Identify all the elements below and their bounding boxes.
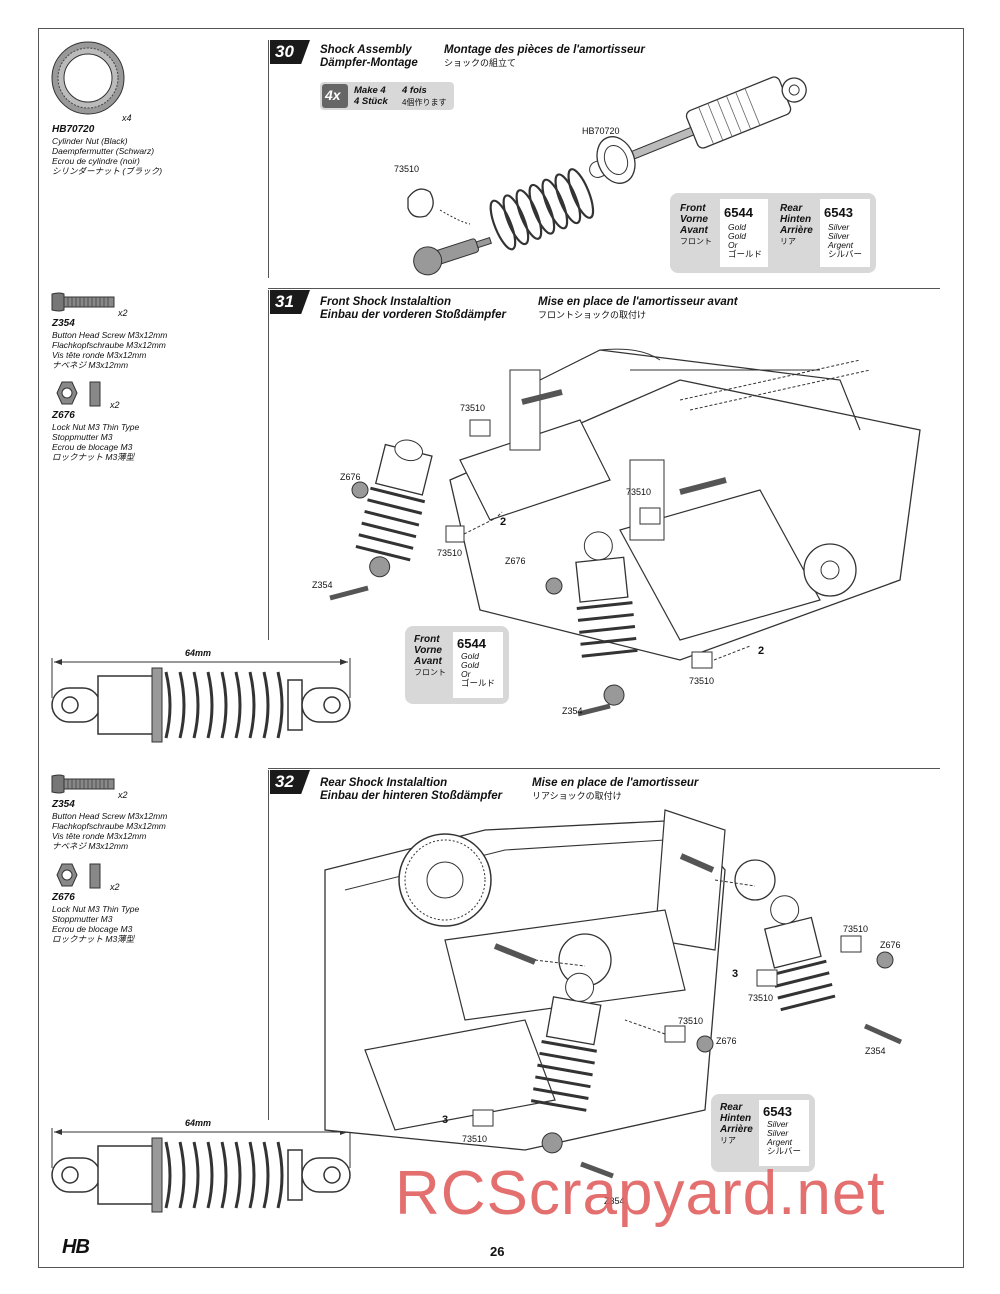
make-4-en: Make 4: [354, 85, 386, 96]
z676-a-code: Z676: [52, 410, 75, 421]
watermark: RCScrapyard.net: [395, 1159, 886, 1228]
step-31-title-jp: フロントショックの取付け: [538, 310, 647, 320]
button-head-screw-icon: [51, 292, 115, 312]
step-31-qty-2-a: 2: [500, 516, 507, 528]
step-32-label-z676-a: Z676: [880, 940, 901, 950]
z354-b-code: Z354: [52, 799, 75, 810]
step-32-label-z676-b: Z676: [716, 1036, 737, 1046]
cylinder-nut-icon: [51, 41, 125, 115]
lock-nut-icon: [56, 381, 101, 407]
page-frame: [38, 28, 964, 1268]
step-31-label-73510-b: 73510: [626, 487, 652, 497]
step-32-label-73510-c: 73510: [678, 1016, 704, 1026]
step-32-label-73510-d: 73510: [462, 1134, 488, 1144]
lock-nut-icon: [56, 863, 101, 889]
rear-shock-length: 64mm: [185, 1118, 212, 1128]
step-31-label-73510-d: 73510: [689, 676, 715, 686]
step-31-title-de: Einbau der vorderen Stoßdämpfer: [320, 309, 506, 321]
hb-logo: HB: [62, 1236, 90, 1258]
page-number: 26: [490, 1244, 505, 1259]
divider-horizontal-32: [268, 768, 940, 769]
step-32-label-73510-a: 73510: [843, 924, 869, 934]
step-32-label-73510-b: 73510: [748, 993, 774, 1003]
callout-rear-number: 6543: [763, 1104, 792, 1119]
rear-shock-side-view: [51, 1128, 351, 1213]
button-head-screw-icon: [51, 774, 115, 794]
z676-a-qty: x2: [110, 400, 120, 410]
divider-vertical-3: [268, 770, 269, 1120]
front-chassis-diagram: [329, 348, 921, 717]
step-31-label-z354-a: Z354: [312, 580, 333, 590]
step-30-title-en: Shock Assembly: [320, 44, 412, 56]
make-4-jp: 4個作ります: [402, 98, 447, 107]
step-30-title-de: Dämpfer-Montage: [320, 57, 418, 69]
make-4-badge: 4x Make 4 4 fois 4 Stück 4個作ります: [320, 82, 454, 110]
step-31-label-z354-b: Z354: [562, 706, 583, 716]
hb70720-code: HB70720: [52, 124, 95, 135]
z354-a-qty: x2: [118, 308, 128, 318]
step-31-qty-2-b: 2: [758, 645, 765, 657]
z676-b-qty: x2: [110, 882, 120, 892]
step-30-label-73510: 73510: [394, 164, 420, 174]
callout-front-number: 6544: [457, 636, 486, 651]
callout-front-number: 6544: [724, 205, 753, 220]
step-32-qty-3-a: 3: [732, 968, 739, 980]
step-32-title-jp: リアショックの取付け: [532, 791, 622, 801]
step-32-title-de: Einbau der hinteren Stoßdämpfer: [320, 790, 503, 802]
step-32-label-z354-a: Z354: [865, 1046, 886, 1056]
step-32-qty-3-b: 3: [442, 1114, 449, 1126]
step-30-label-hb70720: HB70720: [582, 126, 620, 136]
z676-b-code: Z676: [52, 892, 75, 903]
z354-b-qty: x2: [118, 790, 128, 800]
divider-horizontal-31: [268, 288, 940, 289]
divider-vertical-2: [268, 290, 269, 640]
rear-chassis-diagram: [324, 809, 903, 1179]
step-31-label-z676-a: Z676: [340, 472, 361, 482]
step-31-title-fr: Mise en place de l'amortisseur avant: [538, 296, 738, 308]
step-32-title-en: Rear Shock Instalaltion: [320, 777, 448, 789]
callout-rear-number: 6543: [824, 205, 853, 220]
hb70720-desc: Cylinder Nut (Black)Daempfermutter (Schw…: [52, 136, 163, 176]
step-31-label-73510-c: 73510: [437, 548, 463, 558]
make-4-de: 4 Stück: [354, 96, 388, 107]
hb70720-qty: x4: [122, 113, 132, 123]
step-32-label-z354-b: Z354: [604, 1196, 625, 1206]
step-30-title-jp: ショックの組立て: [444, 58, 517, 68]
make-4-count: 4x: [322, 84, 348, 108]
front-shock-side-view: [51, 658, 351, 743]
step-31-label-73510-a: 73510: [460, 403, 486, 413]
step-31-number: 31: [270, 290, 310, 314]
step-32-title-fr: Mise en place de l'amortisseur: [532, 777, 699, 789]
divider-vertical-1: [268, 40, 269, 278]
step-31-title-en: Front Shock Instalaltion: [320, 296, 451, 308]
step-31-label-z676-b: Z676: [505, 556, 526, 566]
make-4-fr: 4 fois: [402, 85, 427, 96]
front-shock-length: 64mm: [185, 648, 212, 658]
shock-assembly-exploded-view: [407, 76, 807, 276]
step-30-title-fr: Montage des pièces de l'amortisseur: [444, 44, 645, 56]
z354-a-code: Z354: [52, 318, 75, 329]
